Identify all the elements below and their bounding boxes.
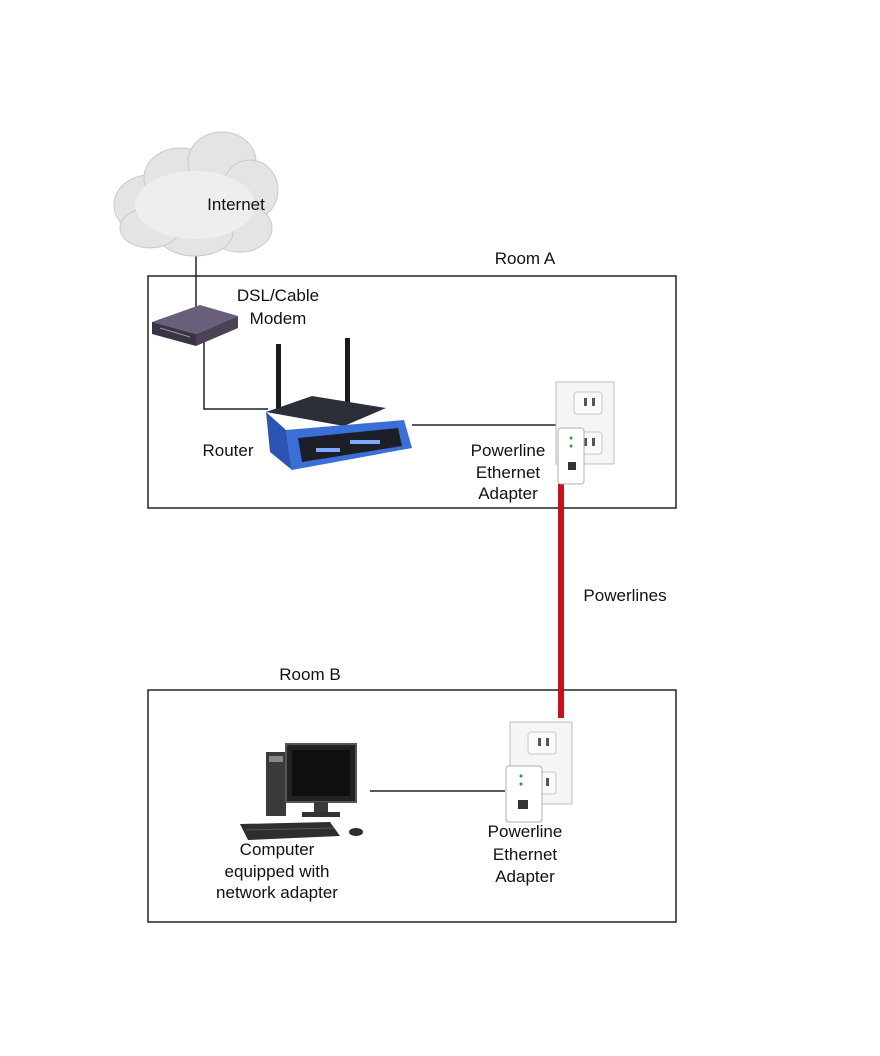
room-a-box [147,275,677,509]
modem-router-line [203,342,268,410]
desktop-computer-icon [240,743,363,840]
computer-label-line2: equipped with [225,862,330,881]
adapter-a-label-line2: Ethernet [476,463,541,482]
adapter-a-label-line3: Adapter [478,484,538,503]
powerline-adapter-b-icon [505,721,573,823]
modem-label-line2: Modem [250,309,307,328]
router-icon [266,338,412,470]
modem-icon [152,305,238,346]
router-label: Router [202,441,253,460]
computer-label-line1: Computer [240,840,315,859]
adapter-b-label-line3: Adapter [495,867,555,886]
cloud-icon [113,131,279,257]
computer-label-line3: network adapter [216,883,338,902]
powerlines-label: Powerlines [583,586,666,605]
adapter-a-label-line1: Powerline [471,441,546,460]
room-a-title: Room A [495,249,556,268]
adapter-b-label-line2: Ethernet [493,845,558,864]
internet-label: Internet [207,195,265,214]
modem-label-line1: DSL/Cable [237,286,319,305]
room-b-box [147,689,677,923]
adapter-b-label-line1: Powerline [488,822,563,841]
powerline-adapter-a-icon [555,381,615,485]
room-b-title: Room B [279,665,340,684]
